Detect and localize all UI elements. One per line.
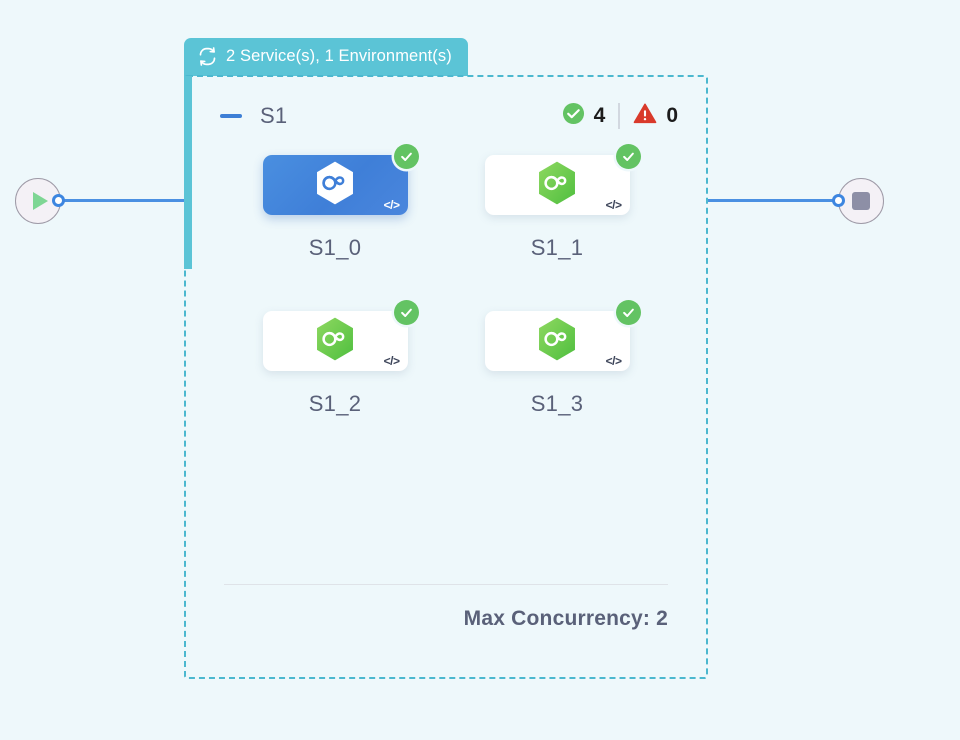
start-node-handle[interactable] <box>52 194 65 207</box>
status-badge-success: 4 <box>562 102 606 130</box>
code-icon: </> <box>605 198 622 212</box>
nodejs-hex-icon <box>314 160 356 211</box>
service-node-s1-1[interactable]: </> <box>484 144 641 215</box>
play-icon <box>32 192 48 210</box>
check-circle-icon <box>562 102 585 130</box>
check-circle-icon <box>393 144 419 169</box>
check-circle-icon <box>615 144 641 169</box>
node-cell: </> S1_1 <box>446 144 668 261</box>
group-left-strip <box>184 76 192 269</box>
node-label: S1_3 <box>530 391 584 416</box>
node-label: S1_2 <box>308 391 362 416</box>
group-header: S1 4 <box>210 99 682 133</box>
node-cell: </> S1_0 <box>224 144 446 261</box>
code-icon: </> <box>383 354 400 368</box>
node-cell: </> S1_3 <box>446 300 668 417</box>
service-group: 2 Service(s), 1 Environment(s) S1 <box>184 38 712 679</box>
node-grid: </> S1_0 <box>210 144 682 417</box>
stats-divider <box>618 103 621 129</box>
warning-triangle-icon <box>633 102 657 130</box>
max-concurrency-label: Max Concurrency: 2 <box>463 607 668 630</box>
group-header-stats: 4 0 <box>562 102 678 130</box>
group-header-left: S1 <box>220 103 287 129</box>
group-footer: Max Concurrency: 2 <box>210 583 682 632</box>
node-cell: </> S1_2 <box>224 300 446 417</box>
code-icon: </> <box>383 198 400 212</box>
stop-icon <box>852 192 870 210</box>
group-tab[interactable]: 2 Service(s), 1 Environment(s) <box>184 38 468 76</box>
code-icon: </> <box>605 354 622 368</box>
success-count: 4 <box>593 104 606 127</box>
group-body: S1 4 <box>184 75 708 679</box>
service-node-s1-0[interactable]: </> <box>262 144 419 215</box>
node-label: S1_0 <box>308 235 362 260</box>
node-label: S1_1 <box>530 235 584 260</box>
error-count: 0 <box>666 104 678 127</box>
check-circle-icon <box>615 300 641 325</box>
nodejs-hex-icon <box>314 316 356 367</box>
service-node-s1-3[interactable]: </> <box>484 300 641 371</box>
footer-divider <box>224 583 668 585</box>
nodejs-hex-icon <box>536 160 578 211</box>
group-title: S1 <box>260 103 288 128</box>
edge-group-to-end[interactable] <box>708 199 843 202</box>
loop-icon <box>197 46 218 67</box>
status-badge-error: 0 <box>633 102 678 130</box>
service-node-s1-2[interactable]: </> <box>262 300 419 371</box>
group-tab-label: 2 Service(s), 1 Environment(s) <box>226 47 452 65</box>
check-circle-icon <box>393 300 419 325</box>
edge-start-to-group[interactable] <box>58 199 190 202</box>
end-node-handle[interactable] <box>832 194 845 207</box>
nodejs-hex-icon <box>536 316 578 367</box>
minus-icon[interactable] <box>220 114 242 118</box>
